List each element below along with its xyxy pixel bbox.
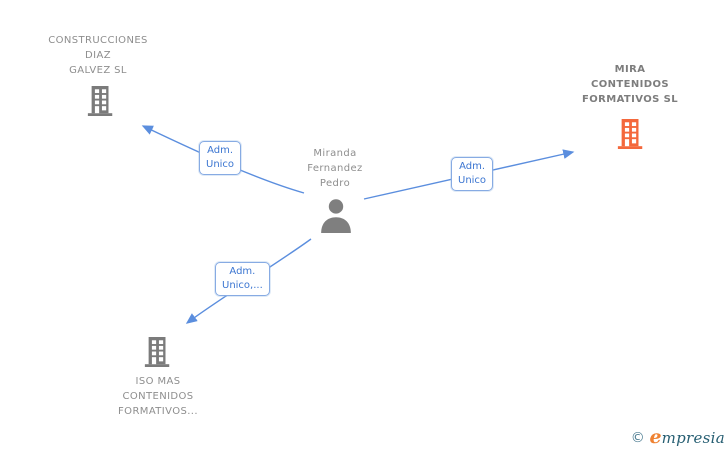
company-name-line: GALVEZ SL bbox=[69, 65, 127, 76]
company-name-line: ISO MAS bbox=[135, 376, 181, 387]
empresia-logo: © empresia bbox=[631, 426, 725, 448]
copyright-icon: © bbox=[630, 430, 645, 446]
company-name-line: FORMATIVOS SL bbox=[581, 94, 678, 105]
building-icon[interactable] bbox=[143, 336, 173, 368]
company-name-line: CONTENIDOS bbox=[122, 391, 194, 402]
edge-label-line: Adm. bbox=[207, 145, 233, 156]
company-name-line: CONSTRUCCIONES bbox=[48, 35, 148, 46]
person-name-line: Pedro bbox=[319, 178, 351, 189]
company-name-line: MIRA bbox=[614, 64, 646, 75]
edge-label-line: Unico,... bbox=[222, 280, 263, 291]
company-name-iso[interactable]: ISO MAS CONTENIDOS FORMATIVOS... bbox=[88, 374, 228, 419]
person-icon[interactable] bbox=[318, 196, 354, 234]
company-name-construcciones[interactable]: CONSTRUCCIONES DIAZ GALVEZ SL bbox=[18, 33, 178, 78]
edge-label-adm-unico-right: Adm. Unico bbox=[451, 157, 494, 191]
company-name-line: FORMATIVOS... bbox=[118, 406, 198, 417]
edge-label-line: Unico bbox=[206, 159, 235, 170]
person-name[interactable]: Miranda Fernandez Pedro bbox=[285, 146, 385, 191]
person-name-line: Fernandez bbox=[307, 163, 363, 174]
logo-letter-e: e bbox=[649, 426, 662, 448]
person-name-line: Miranda bbox=[313, 148, 357, 159]
edge-label-line: Unico bbox=[458, 175, 487, 186]
company-name-mira[interactable]: MIRA CONTENIDOS FORMATIVOS SL bbox=[555, 62, 705, 107]
building-icon[interactable] bbox=[86, 85, 116, 117]
logo-text: mpresia bbox=[661, 429, 725, 447]
company-name-line: CONTENIDOS bbox=[591, 79, 669, 90]
edge-label-adm-unico-left: Adm. Unico bbox=[199, 141, 242, 175]
edge-label-adm-unico-bottom: Adm. Unico,... bbox=[215, 262, 270, 296]
edge-label-line: Adm. bbox=[229, 266, 256, 277]
company-name-line: DIAZ bbox=[85, 50, 111, 61]
building-icon[interactable] bbox=[616, 118, 646, 150]
edge-label-line: Adm. bbox=[459, 161, 485, 172]
